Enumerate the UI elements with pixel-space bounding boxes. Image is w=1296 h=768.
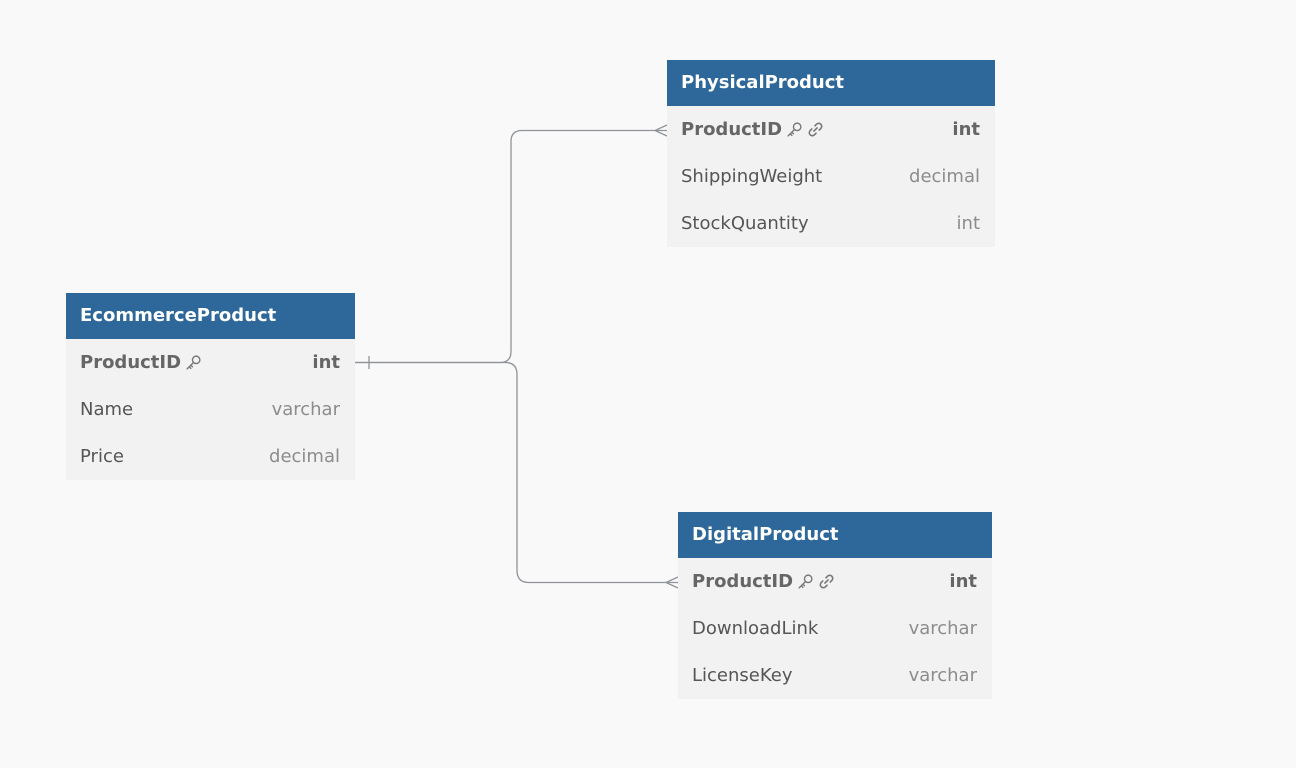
connector-ecommerce-digital[interactable] bbox=[355, 361, 678, 584]
table-physical-product[interactable]: PhysicalProduct ProductID int ShippingWe… bbox=[667, 60, 995, 247]
field-type: varchar bbox=[908, 665, 977, 686]
field-type: decimal bbox=[909, 166, 980, 187]
field-type: decimal bbox=[269, 446, 340, 467]
connector-ecommerce-physical[interactable] bbox=[355, 129, 667, 364]
field-name: StockQuantity bbox=[681, 213, 809, 234]
field-row-stockquantity[interactable]: StockQuantity int bbox=[667, 200, 995, 247]
table-digital-product[interactable]: DigitalProduct ProductID int DownloadLin… bbox=[678, 512, 992, 699]
table-header[interactable]: DigitalProduct bbox=[678, 512, 992, 558]
field-type: int bbox=[312, 352, 340, 373]
link-icon bbox=[818, 573, 835, 590]
field-type: varchar bbox=[271, 399, 340, 420]
key-icon bbox=[797, 573, 814, 590]
table-header[interactable]: PhysicalProduct bbox=[667, 60, 995, 106]
field-row-productid[interactable]: ProductID int bbox=[678, 558, 992, 605]
field-name: ProductID bbox=[681, 119, 783, 140]
field-row-licensekey[interactable]: LicenseKey varchar bbox=[678, 652, 992, 699]
many-cardinality-mark-digital bbox=[664, 576, 679, 589]
field-name: Name bbox=[80, 399, 134, 420]
field-row-productid[interactable]: ProductID int bbox=[667, 106, 995, 153]
field-name: ShippingWeight bbox=[681, 166, 823, 187]
field-row-price[interactable]: Price decimal bbox=[66, 433, 355, 480]
table-header[interactable]: EcommerceProduct bbox=[66, 293, 355, 339]
key-icon bbox=[185, 354, 202, 371]
field-type: int bbox=[952, 119, 980, 140]
many-cardinality-mark-physical bbox=[653, 124, 668, 137]
field-name: ProductID bbox=[692, 571, 794, 592]
field-row-productid[interactable]: ProductID int bbox=[66, 339, 355, 386]
key-icon bbox=[786, 121, 803, 138]
field-name: LicenseKey bbox=[692, 665, 793, 686]
field-row-shippingweight[interactable]: ShippingWeight decimal bbox=[667, 153, 995, 200]
table-ecommerce-product[interactable]: EcommerceProduct ProductID int Name varc… bbox=[66, 293, 355, 480]
link-icon bbox=[807, 121, 824, 138]
field-name: Price bbox=[80, 446, 124, 467]
field-name: ProductID bbox=[80, 352, 182, 373]
field-row-downloadlink[interactable]: DownloadLink varchar bbox=[678, 605, 992, 652]
field-type: varchar bbox=[908, 618, 977, 639]
field-type: int bbox=[956, 213, 980, 234]
field-type: int bbox=[949, 571, 977, 592]
field-name: DownloadLink bbox=[692, 618, 819, 639]
field-row-name[interactable]: Name varchar bbox=[66, 386, 355, 433]
